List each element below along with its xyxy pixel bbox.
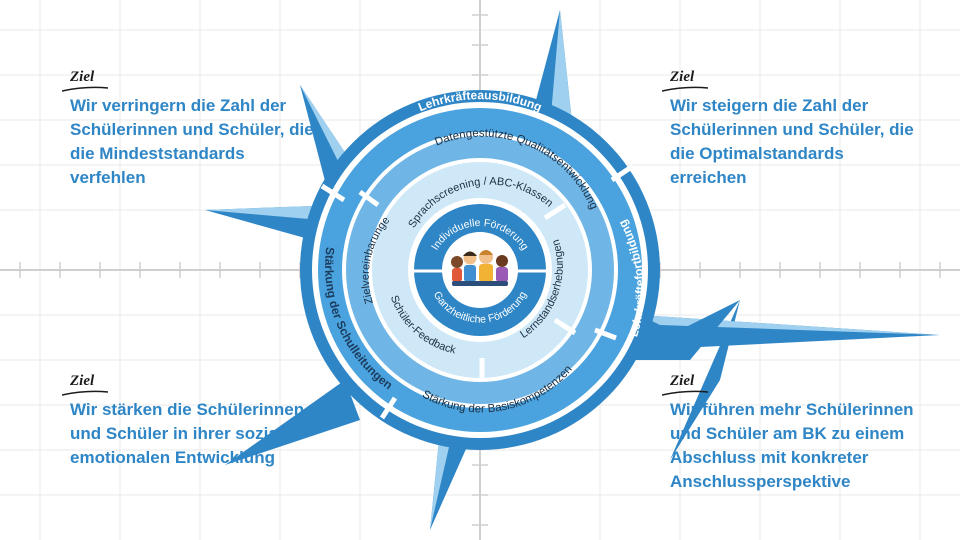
goal-text: Wir steigern die Zahl der Schülerinnen u… bbox=[670, 96, 914, 187]
goal-tag: Ziel bbox=[662, 69, 708, 92]
goal-tag: Ziel bbox=[662, 373, 708, 396]
children-group-icon bbox=[451, 250, 508, 286]
swoosh-icon bbox=[62, 86, 108, 92]
swoosh-icon bbox=[662, 390, 708, 396]
goal-top-left: Ziel Wir verringern die Zahl der Schüler… bbox=[62, 68, 320, 190]
goal-top-right: Ziel Wir steigern die Zahl der Schülerin… bbox=[662, 68, 920, 190]
goal-tag: Ziel bbox=[62, 373, 108, 396]
goal-tag: Ziel bbox=[62, 69, 108, 92]
goal-bottom-right: Ziel Wir führen mehr Schülerinnen und Sc… bbox=[662, 372, 945, 494]
goal-text: Wir stärken die Schülerinnen und Schüler… bbox=[70, 400, 305, 467]
goal-bottom-left: Ziel Wir stärken die Schülerinnen und Sc… bbox=[62, 372, 320, 470]
goal-text: Wir verringern die Zahl der Schülerinnen… bbox=[70, 96, 314, 187]
swoosh-icon bbox=[662, 86, 708, 92]
swoosh-icon bbox=[62, 390, 108, 396]
goal-text: Wir führen mehr Schülerinnen und Schüler… bbox=[670, 400, 914, 491]
